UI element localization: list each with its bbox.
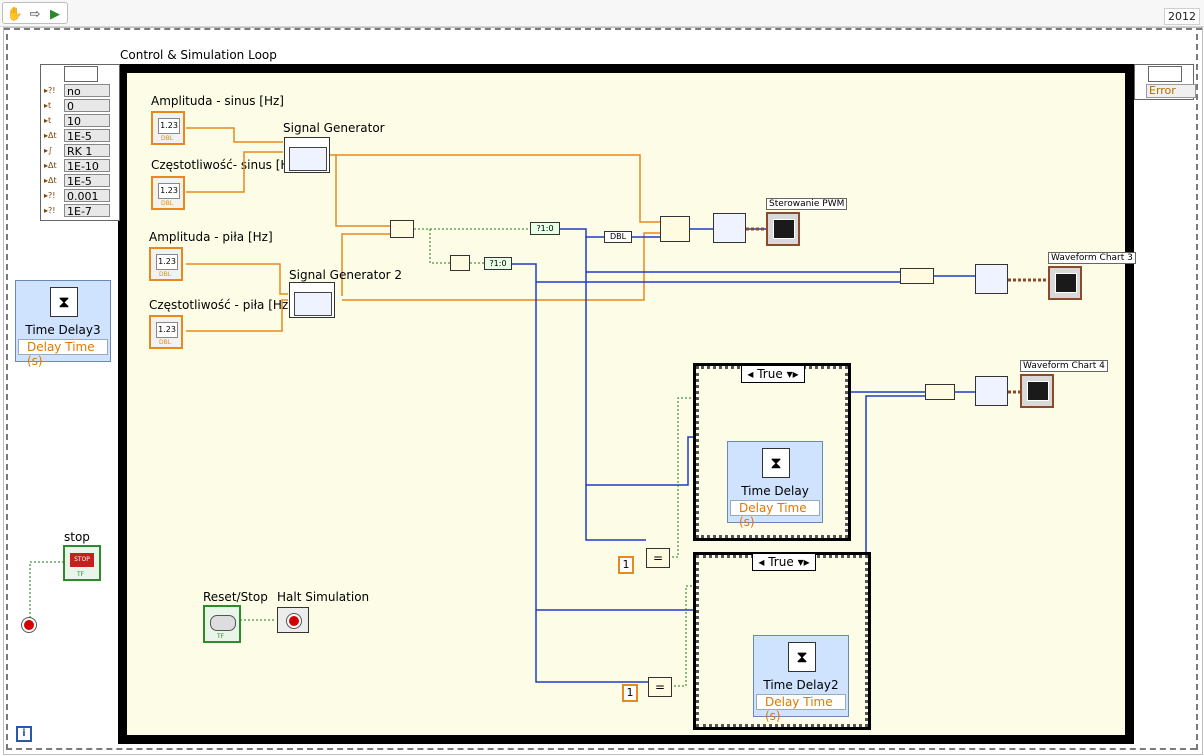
stop-condition-icon (21, 617, 37, 633)
freq-saw-label: Częstotliwość - piła [Hz] (149, 298, 293, 312)
case2-selector[interactable]: ◂ True ▾▸ (752, 553, 816, 571)
param-row: ▸?!0.001 (44, 189, 110, 203)
reset-stop-control[interactable]: TF (203, 605, 241, 643)
reset-tf-tag: TF (217, 633, 225, 640)
hourglass-icon: ⧗ (762, 448, 790, 478)
info-icon[interactable]: i (16, 726, 32, 742)
halt-icon (286, 613, 302, 629)
diagram-dash-left (6, 34, 10, 750)
hourglass-icon: ⧗ (50, 287, 78, 317)
bool-to-num2-node[interactable]: ?1:0 (484, 257, 512, 270)
amp-sin-label: Amplituda - sinus [Hz] (151, 94, 284, 108)
time-delay3-title: Time Delay3 (25, 323, 101, 337)
time-delay2-title: Time Delay2 (763, 678, 839, 692)
chart-icon (1027, 381, 1049, 401)
reset-stop-label: Reset/Stop (203, 590, 268, 604)
hand-tool-icon[interactable]: ✋ (6, 7, 24, 22)
equal-node-1[interactable]: = (646, 548, 670, 568)
constant-1[interactable]: 1 (618, 556, 634, 574)
stop-tf-tag: TF (77, 571, 85, 578)
freq-sin-label: Częstotliwość- sinus [Hz] (151, 158, 301, 172)
param-row: ▸∫RK 1 (44, 144, 110, 158)
case-left-icon[interactable]: ◂ (758, 555, 765, 569)
constant-2[interactable]: 1 (622, 684, 638, 702)
toolbar: ✋ ⇨ ▶ 2012 (0, 0, 1204, 27)
param-row: ▸?!no (44, 84, 110, 98)
loop-label: Control & Simulation Loop (120, 48, 277, 62)
time-delay2-node[interactable]: ⧗ Time Delay2 Delay Time (s) (753, 635, 849, 723)
run-controls-group: ✋ ⇨ ▶ (2, 2, 68, 24)
signal-generator-label: Signal Generator (283, 121, 385, 135)
collector-node[interactable] (713, 213, 746, 243)
stop-control[interactable]: STOP TF (63, 545, 101, 581)
case1-selector[interactable]: ◂ True ▾▸ (741, 365, 805, 383)
chart-pwm[interactable] (766, 212, 800, 246)
arrow-right-icon[interactable]: ⇨ (29, 7, 41, 22)
diagram-dash-bottom (6, 748, 1196, 752)
collector3-node[interactable] (975, 376, 1008, 406)
error-node-icon (1148, 66, 1182, 82)
bool-to-num-node[interactable]: ?1:0 (530, 222, 560, 235)
stop-button-face: STOP (70, 553, 94, 567)
toggle-switch-icon (210, 615, 236, 631)
run-icon[interactable]: ▶ (50, 7, 60, 22)
chart-pwm-label: Sterowanie PWM (766, 198, 848, 210)
chart-wc4-label: Waveform Chart 4 (1020, 360, 1108, 372)
build-array-node[interactable] (660, 216, 690, 242)
case-dropdown-icon[interactable]: ▾▸ (797, 555, 810, 569)
chart-wc3-label: Waveform Chart 3 (1048, 252, 1136, 264)
halt-simulation-label: Halt Simulation (277, 590, 370, 604)
amp-saw-label: Amplituda - piła [Hz] (149, 230, 273, 244)
sine-wave-icon (289, 147, 327, 171)
hourglass-icon: ⧗ (788, 642, 816, 672)
chart-icon (1055, 273, 1077, 293)
diagram-dash-border (4, 28, 1202, 36)
stop-label: stop (64, 530, 90, 544)
greater-than-node[interactable] (390, 220, 414, 238)
time-delay-node[interactable]: ⧗ Time Delay Delay Time (s) (727, 441, 823, 529)
simulation-parameters-icon (64, 66, 98, 82)
chart-wc4[interactable] (1020, 374, 1054, 408)
delay-time-terminal[interactable]: Delay Time (s) (18, 339, 108, 368)
collector2-node[interactable] (975, 264, 1008, 294)
to-double-node[interactable]: DBL (604, 231, 632, 243)
diagram-dash-right (1196, 34, 1200, 750)
case-left-icon[interactable]: ◂ (747, 367, 754, 381)
param-row: ▸?!1E-7 (44, 204, 110, 218)
signal-generator2-node[interactable] (289, 282, 335, 318)
halt-simulation-node[interactable] (277, 607, 309, 633)
delay-time-terminal[interactable]: Delay Time (s) (756, 694, 846, 723)
time-delay3-node[interactable]: ⧗ Time Delay3 Delay Time (s) (15, 280, 111, 368)
not-node[interactable] (450, 255, 470, 271)
build-array3-node[interactable] (925, 384, 955, 400)
error-output: Error (1146, 84, 1196, 98)
build-array2-node[interactable] (900, 268, 934, 284)
equal-node-2[interactable]: = (648, 677, 672, 697)
version-badge: 2012 (1164, 8, 1200, 25)
chart-wc3[interactable] (1048, 266, 1082, 300)
signal-generator-node[interactable] (284, 137, 330, 173)
signal-generator2-label: Signal Generator 2 (289, 268, 403, 282)
time-delay-title: Time Delay (741, 484, 809, 498)
chart-icon (773, 219, 795, 239)
delay-time-terminal[interactable]: Delay Time (s) (730, 500, 820, 529)
sawtooth-wave-icon (294, 292, 332, 316)
case-dropdown-icon[interactable]: ▾▸ (786, 367, 799, 381)
